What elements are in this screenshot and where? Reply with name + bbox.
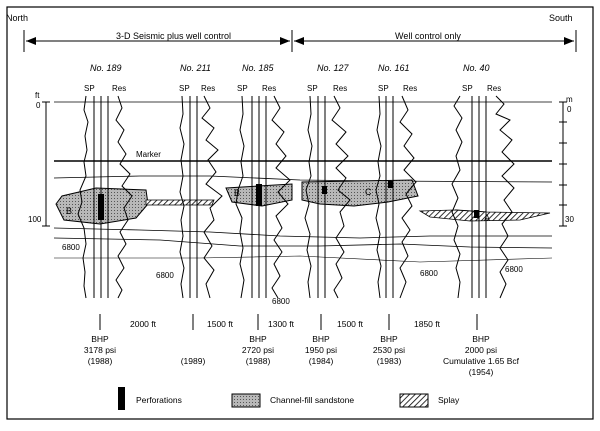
frame-border (6, 6, 594, 420)
sand-label-b: B (234, 188, 240, 198)
svg-text:2530 psi: 2530 psi (373, 345, 405, 355)
legend-perforations-swatch (118, 387, 125, 410)
well-logs (77, 95, 515, 299)
spacing-211-185: 1500 ft (207, 319, 234, 329)
sand-label-a: A (484, 213, 490, 223)
sp-label: SP (378, 84, 389, 93)
channel-body-c (301, 179, 419, 207)
well-log-185 (235, 95, 291, 299)
left-scale-bottom: 100 (28, 215, 42, 224)
svg-text:(1954): (1954) (469, 367, 494, 377)
well-name-185: No. 185 (242, 63, 275, 73)
depth-label: 6800 (156, 271, 174, 280)
res-label: Res (333, 84, 347, 93)
spacing-185-127: 1300 ft (268, 319, 295, 329)
svg-text:BHP: BHP (91, 334, 109, 344)
well-name-189: No. 189 (90, 63, 122, 73)
res-label: Res (112, 84, 126, 93)
svg-text:2720 psi: 2720 psi (242, 345, 274, 355)
span-arrows (23, 30, 577, 52)
left-scale-top: 0 (36, 101, 41, 110)
well-position-ticks (99, 314, 478, 330)
sp-label: SP (462, 84, 473, 93)
svg-text:(1983): (1983) (377, 356, 402, 366)
well-name-211: No. 211 (180, 63, 211, 73)
right-depth-scale (559, 101, 567, 227)
svg-text:Cumulative 1.65 Bcf: Cumulative 1.65 Bcf (443, 356, 520, 366)
sp-label: SP (307, 84, 318, 93)
well-name-40: No. 40 (463, 63, 490, 73)
svg-text:(1988): (1988) (88, 356, 113, 366)
sand-label-c: C (365, 187, 372, 197)
sp-label: SP (179, 84, 190, 93)
well-info-40: BHP 2000 psi Cumulative 1.65 Bcf (1954) (443, 334, 520, 377)
svg-text:(1989): (1989) (181, 356, 206, 366)
sp-label: SP (84, 84, 95, 93)
legend-splay-label: Splay (438, 395, 460, 405)
legend-splay-swatch (399, 393, 429, 408)
north-label: North (6, 13, 28, 23)
left-depth-scale (42, 101, 50, 227)
well-info-185: BHP 2720 psi (1988) (242, 334, 274, 366)
svg-text:(1984): (1984) (309, 356, 334, 366)
sp-label: SP (237, 84, 248, 93)
well-log-127 (304, 95, 351, 299)
well-log-40 (451, 95, 515, 299)
svg-text:BHP: BHP (249, 334, 267, 344)
well-info-127: BHP 1950 psi (1984) (305, 334, 337, 366)
svg-text:BHP: BHP (312, 334, 330, 344)
well-only-span-label: Well control only (395, 31, 461, 41)
well-info-189: BHP 3178 psi (1988) (84, 334, 116, 366)
span-arrowheads (26, 37, 574, 45)
right-scale-unit: m (566, 95, 573, 104)
svg-text:BHP: BHP (380, 334, 398, 344)
perforation-40 (474, 210, 479, 218)
sand-label-b: B (66, 206, 72, 216)
seismic-span-label: 3-D Seismic plus well control (116, 31, 231, 41)
marker-label: Marker (136, 150, 161, 159)
legend-perforations-label: Perforations (136, 395, 182, 405)
svg-text:1950 psi: 1950 psi (305, 345, 337, 355)
well-name-161: No. 161 (378, 63, 410, 73)
svg-text:BHP: BHP (472, 334, 490, 344)
depth-label: 6800 (505, 265, 523, 274)
right-scale-bottom: 30 (565, 215, 574, 224)
svg-text:(1988): (1988) (246, 356, 271, 366)
well-info-211: (1989) (181, 356, 206, 366)
spacing-127-161: 1500 ft (337, 319, 364, 329)
right-scale-top: 0 (567, 105, 572, 114)
channel-sandstone-bodies (55, 179, 487, 225)
splay-between-189-211 (145, 199, 215, 206)
legend-channel-swatch (231, 393, 261, 408)
south-label: South (549, 13, 573, 23)
well-log-211 (179, 95, 223, 299)
perforation-161 (388, 181, 393, 188)
legend: Perforations Channel-fill sandstone Spla… (118, 387, 460, 410)
res-label: Res (201, 84, 215, 93)
depth-label: 6800 (272, 297, 290, 306)
legend-channel-label: Channel-fill sandstone (270, 395, 354, 405)
left-scale-unit: ft (35, 91, 40, 100)
svg-text:3178 psi: 3178 psi (84, 345, 116, 355)
well-info-161: BHP 2530 psi (1983) (373, 334, 405, 366)
depth-label: 6800 (420, 269, 438, 278)
depth-label: 6800 (62, 243, 80, 252)
svg-text:2000 psi: 2000 psi (465, 345, 497, 355)
well-log-189 (77, 95, 133, 299)
res-label: Res (487, 84, 501, 93)
spacing-161-40: 1850 ft (414, 319, 441, 329)
res-label: Res (262, 84, 276, 93)
spacing-189-211: 2000 ft (130, 319, 157, 329)
well-name-127: No. 127 (317, 63, 350, 73)
res-label: Res (403, 84, 417, 93)
well-log-161 (375, 95, 417, 299)
